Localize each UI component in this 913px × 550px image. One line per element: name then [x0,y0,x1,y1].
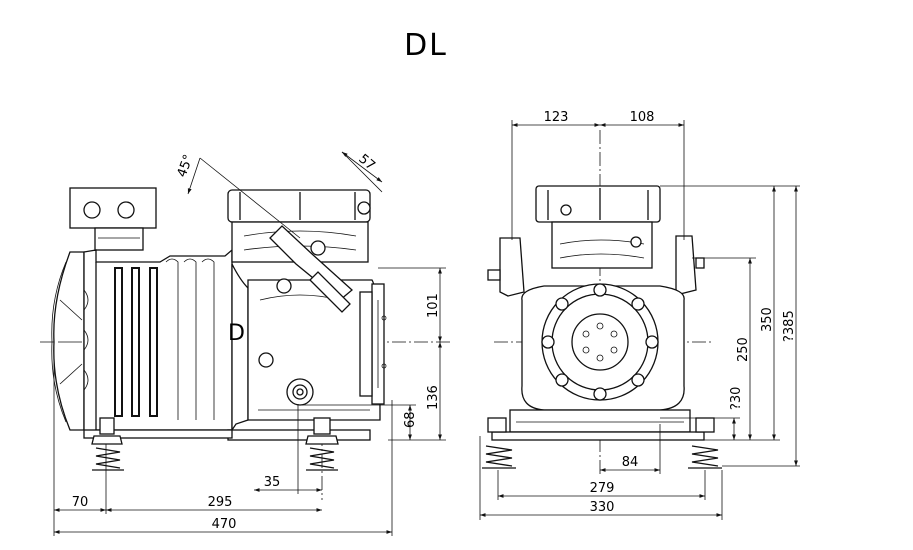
dim-279: 279 [590,481,615,496]
dim-57: 57 [355,152,377,174]
dim-250: 250 [736,337,751,362]
dim-angle: 45° [175,153,197,180]
dim-385: ?385 [782,310,797,342]
motor-fins [114,258,215,420]
side-view-label: D [228,321,245,346]
drawing-title: DL [404,28,448,63]
dim-68: 68 [403,411,418,428]
dim-35: 35 [264,475,281,490]
dim-108: 108 [630,110,655,125]
dim-136: 136 [426,385,441,410]
bearing-bolts [541,283,659,401]
dim-70: 70 [72,495,89,510]
dim-123: 123 [544,110,569,125]
dim-84: 84 [622,455,639,470]
dim-330: 330 [590,500,615,515]
service-valve [269,201,371,313]
dim-101: 101 [426,293,441,318]
front-view: 123 108 250 ?30 350 ?385 84 279 330 [479,110,800,520]
dim-295: 295 [208,495,233,510]
dim-350: 350 [760,307,775,332]
dim-470: 470 [212,517,237,532]
dim-230: ?30 [729,387,744,410]
side-view: D 45° 57 101 136 68 35 70 295 470 [40,152,450,536]
